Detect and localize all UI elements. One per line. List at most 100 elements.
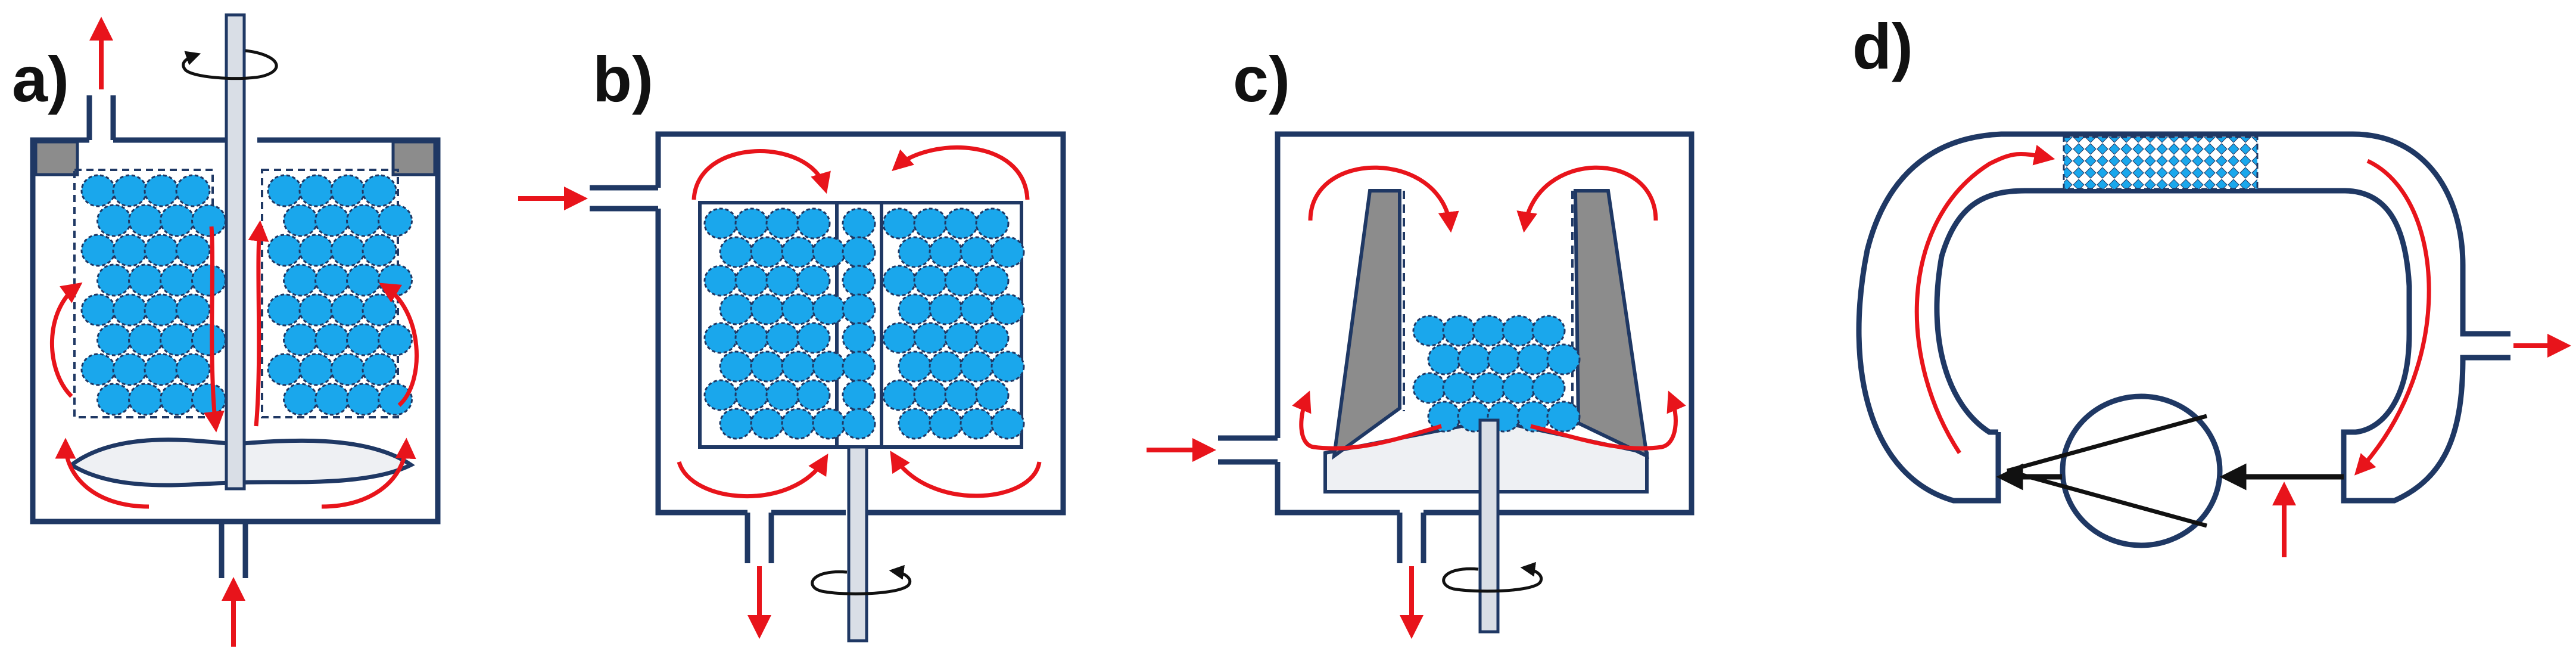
bead xyxy=(796,379,831,411)
bead xyxy=(719,293,753,325)
bead xyxy=(330,234,366,267)
outlet-pipe xyxy=(86,95,116,140)
bead xyxy=(112,353,148,386)
bead xyxy=(378,263,413,297)
bead xyxy=(330,293,366,327)
bead xyxy=(175,174,211,207)
packed-bead-icon xyxy=(703,207,1025,440)
bead xyxy=(1427,343,1462,375)
bead xyxy=(960,293,994,325)
bead xyxy=(298,234,334,267)
shaft xyxy=(1478,418,1500,634)
bead xyxy=(781,408,815,440)
bead xyxy=(378,323,413,356)
bead xyxy=(298,293,334,327)
bead xyxy=(842,322,876,354)
bead xyxy=(144,174,179,207)
baffle-right xyxy=(1573,189,1649,460)
bead xyxy=(267,234,303,267)
outlet-pipe xyxy=(745,510,846,563)
bead xyxy=(719,350,753,383)
bead xyxy=(913,322,948,354)
bead xyxy=(898,350,932,383)
bead xyxy=(734,322,769,354)
bead xyxy=(1531,315,1566,347)
packed-bed-segment xyxy=(2063,136,2259,190)
bead xyxy=(898,293,932,325)
bead xyxy=(975,207,1010,240)
bead xyxy=(781,236,815,268)
bead xyxy=(796,265,831,297)
bead xyxy=(882,207,917,240)
panel-a-label: a) xyxy=(12,43,69,115)
bead xyxy=(128,263,163,297)
bead xyxy=(944,379,979,411)
bead xyxy=(842,265,876,297)
bead xyxy=(96,263,132,297)
bead xyxy=(929,350,963,383)
bead xyxy=(283,323,318,356)
bead xyxy=(267,293,303,327)
bead xyxy=(990,408,1025,440)
bead xyxy=(362,174,397,207)
panel-c-basket-reactor: c) xyxy=(1147,43,1695,639)
inlet-pipe xyxy=(1218,435,1278,465)
bead xyxy=(314,323,350,356)
bead xyxy=(765,265,800,297)
bead xyxy=(734,379,769,411)
panel-d-recirculation-loop: d) xyxy=(1852,10,2571,557)
vessel xyxy=(1275,131,1695,516)
bead xyxy=(346,204,381,237)
bead xyxy=(719,408,753,440)
bead xyxy=(175,234,211,267)
packed-bead-icon xyxy=(80,174,413,416)
bead xyxy=(1502,372,1536,404)
bead xyxy=(144,234,179,267)
bead xyxy=(346,263,381,297)
baffle-left xyxy=(1332,189,1401,460)
bead xyxy=(750,236,784,268)
bead xyxy=(913,265,948,297)
bead xyxy=(362,293,397,327)
bead xyxy=(975,322,1010,354)
bead xyxy=(1487,343,1521,375)
bead xyxy=(960,350,994,383)
bead xyxy=(913,207,948,240)
bead xyxy=(812,408,846,440)
rotation-arrow-icon xyxy=(1442,561,1543,593)
bead xyxy=(1516,343,1551,375)
bead xyxy=(812,236,846,268)
bead xyxy=(80,174,116,207)
bead xyxy=(1442,315,1477,347)
bead xyxy=(1457,343,1491,375)
panel-a-stirred-tank: a) xyxy=(12,13,441,647)
bead xyxy=(1442,372,1477,404)
bead xyxy=(191,383,226,416)
bead xyxy=(703,207,738,240)
bead xyxy=(96,204,132,237)
bead xyxy=(298,353,334,386)
bead xyxy=(975,379,1010,411)
bead xyxy=(929,408,963,440)
bead xyxy=(990,236,1025,268)
bead xyxy=(898,236,932,268)
bead xyxy=(96,383,132,416)
bead xyxy=(112,293,148,327)
bead xyxy=(191,323,226,356)
bead xyxy=(842,207,876,240)
bead xyxy=(298,174,334,207)
bead xyxy=(990,350,1025,383)
bead xyxy=(80,293,116,327)
bead xyxy=(1502,315,1536,347)
bead xyxy=(314,383,350,416)
bead xyxy=(346,323,381,356)
bead xyxy=(781,350,815,383)
bead xyxy=(913,379,948,411)
bead xyxy=(750,350,784,383)
bead xyxy=(929,236,963,268)
bead xyxy=(160,383,195,416)
bead xyxy=(1472,315,1506,347)
vessel xyxy=(30,137,441,524)
bead xyxy=(765,379,800,411)
